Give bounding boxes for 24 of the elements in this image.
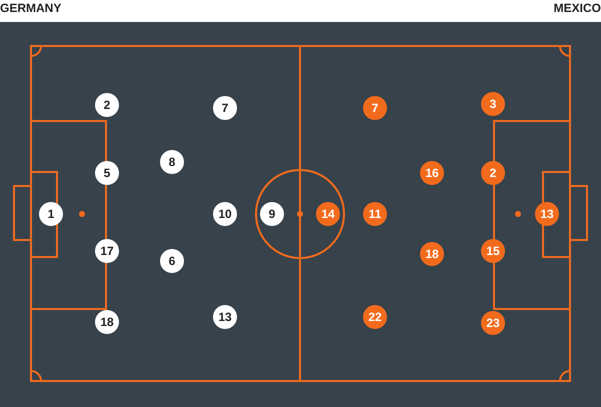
player-marker: 2 <box>95 93 119 117</box>
player-marker: 17 <box>95 239 119 263</box>
player-marker: 3 <box>481 92 505 116</box>
player-marker: 7 <box>363 96 387 120</box>
player-marker: 13 <box>213 305 237 329</box>
player-marker: 5 <box>95 161 119 185</box>
player-marker: 13 <box>535 202 559 226</box>
player-marker: 2 <box>481 161 505 185</box>
player-marker: 15 <box>481 239 505 263</box>
player-marker: 11 <box>363 202 387 226</box>
player-marker: 9 <box>260 202 284 226</box>
team-name: MEXICO <box>554 0 601 16</box>
player-marker: 1 <box>39 202 63 226</box>
player-marker: 22 <box>363 305 387 329</box>
player-marker: 23 <box>481 311 505 335</box>
player-marker: 7 <box>213 96 237 120</box>
player-marker: 18 <box>95 310 119 334</box>
team-name: GERMANY <box>0 0 62 16</box>
player-marker: 18 <box>420 242 444 266</box>
player-marker: 8 <box>160 150 184 174</box>
player-marker: 16 <box>420 161 444 185</box>
player-marker: 6 <box>160 249 184 273</box>
player-marker: 10 <box>213 202 237 226</box>
player-marker: 14 <box>316 202 340 226</box>
